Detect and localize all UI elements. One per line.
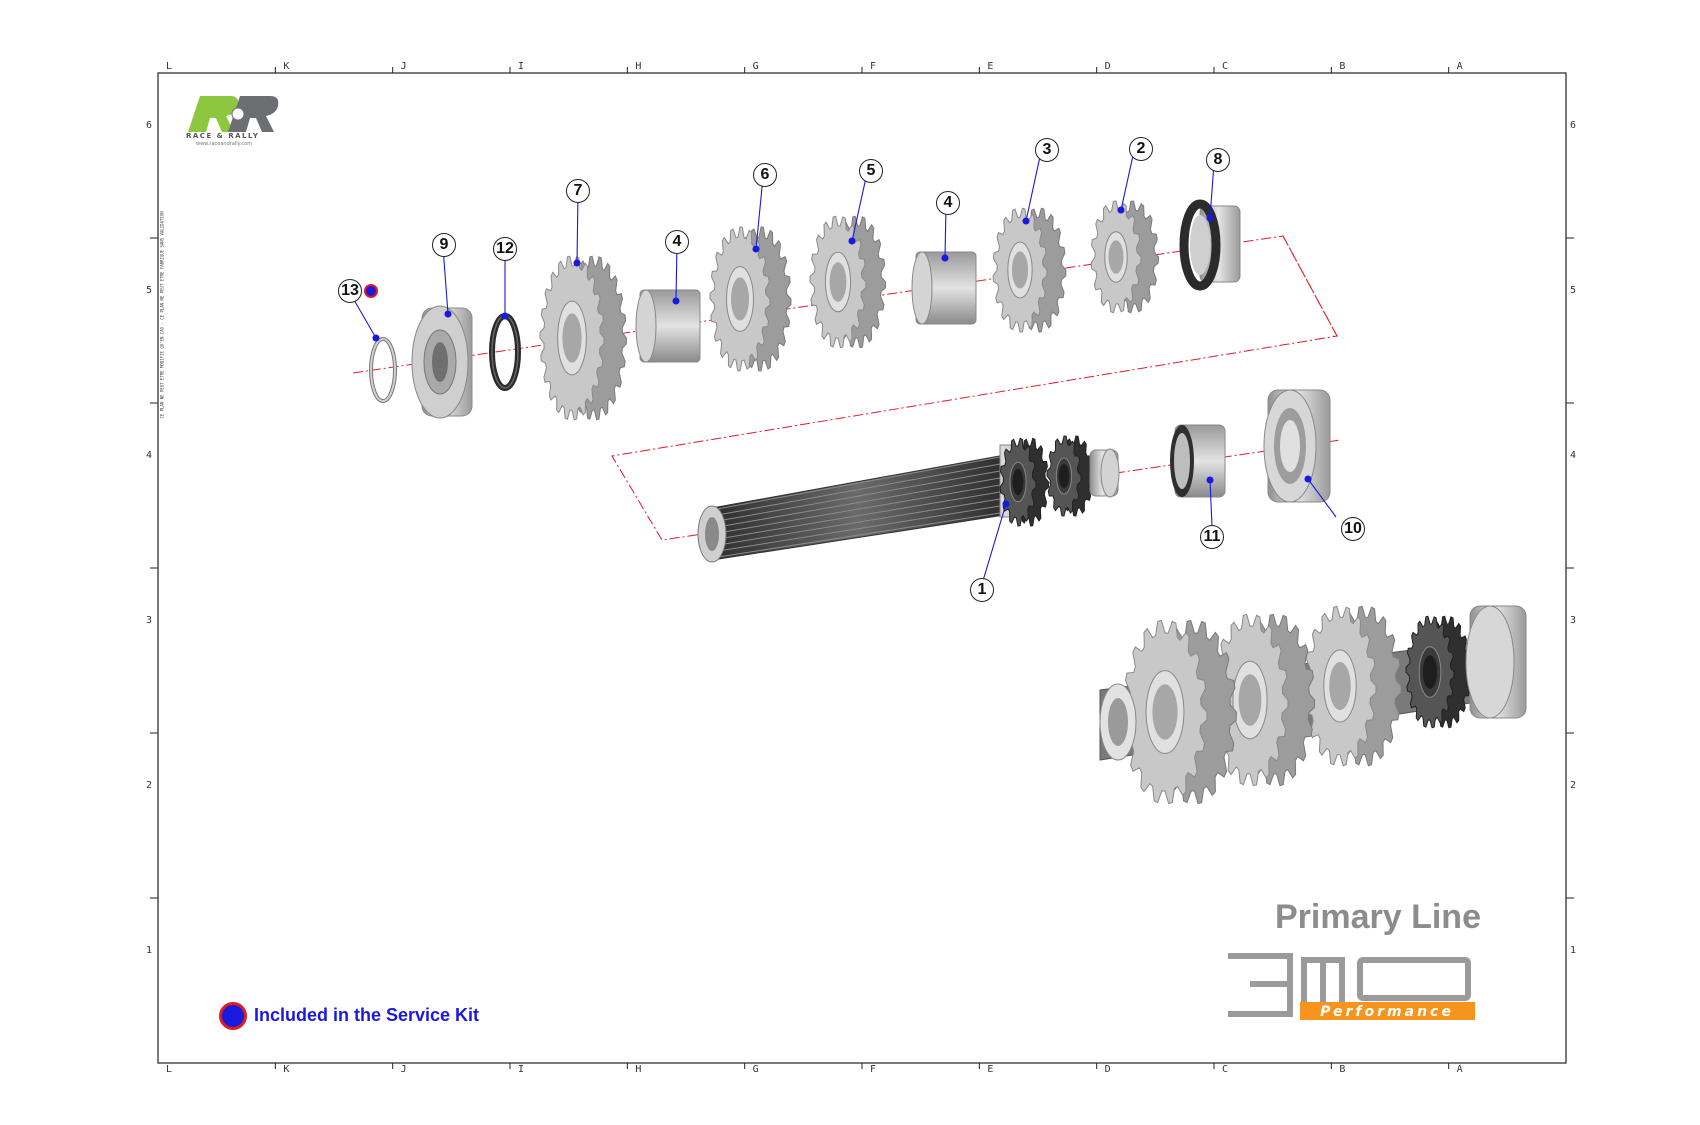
side-note: CE PLAN NE PEUT ETRE MODIFIE QU'EN CAO -… xyxy=(159,211,165,419)
row-label-left: 3 xyxy=(146,614,153,626)
callout-1: 1 xyxy=(970,578,994,602)
part-6-gear xyxy=(709,226,792,372)
row-label-left: 1 xyxy=(146,944,153,956)
column-label-top: E xyxy=(987,61,994,72)
callout-2: 2 xyxy=(1129,137,1153,161)
callout-10: 10 xyxy=(1341,517,1365,541)
column-label-bottom: E xyxy=(987,1064,994,1075)
brand-tagline: Performance xyxy=(1320,1004,1454,1020)
column-label-bottom: B xyxy=(1339,1064,1346,1075)
part-7-gear xyxy=(539,255,627,421)
column-label-top: F xyxy=(870,61,877,72)
column-label-top: I xyxy=(518,61,525,72)
part-1-primary-shaft xyxy=(697,435,1120,563)
column-label-top: B xyxy=(1339,61,1346,72)
part-3-gear xyxy=(992,207,1067,333)
assembled-shaft-view xyxy=(1099,605,1527,805)
service-kit-legend-label: Included in the Service Kit xyxy=(254,1005,480,1025)
row-label-left: 2 xyxy=(146,779,153,791)
column-label-top: H xyxy=(635,61,642,72)
column-label-bottom: H xyxy=(635,1064,642,1075)
callout-5: 5 xyxy=(859,159,883,183)
column-label-top: L xyxy=(166,61,173,72)
race-and-rally-logo xyxy=(188,96,279,132)
part-10-roller-bearing xyxy=(1263,389,1331,503)
column-label-bottom: K xyxy=(283,1064,290,1075)
column-label-bottom: F xyxy=(870,1064,877,1075)
column-label-top: G xyxy=(752,61,759,72)
part-5-gear xyxy=(809,215,887,349)
row-label-right: 6 xyxy=(1570,119,1577,131)
logo-url: www.raceandrally.com xyxy=(196,141,253,147)
column-label-top: J xyxy=(400,61,407,72)
callout-11: 11 xyxy=(1200,525,1224,549)
part-9-bearing xyxy=(411,305,473,419)
part-13-circlip xyxy=(369,337,397,403)
callout-4-left: 4 xyxy=(665,230,689,254)
part-8-bearing xyxy=(1179,199,1241,291)
row-label-right: 1 xyxy=(1570,944,1577,956)
column-label-top: K xyxy=(283,61,290,72)
column-label-bottom: A xyxy=(1456,1064,1463,1075)
part-2-gear xyxy=(1090,200,1160,314)
3mo-performance-logo: Performance xyxy=(1228,953,1475,1020)
column-label-bottom: L xyxy=(166,1064,173,1075)
column-label-top: C xyxy=(1222,61,1229,72)
column-label-bottom: G xyxy=(752,1064,759,1075)
column-label-top: A xyxy=(1456,61,1463,72)
row-label-left: 5 xyxy=(146,284,153,296)
part-4-bushing-right xyxy=(911,251,977,325)
callout-12: 12 xyxy=(493,237,517,261)
column-label-top: D xyxy=(1104,61,1111,72)
row-label-right: 4 xyxy=(1570,449,1577,461)
row-label-right: 2 xyxy=(1570,779,1577,791)
service-kit-legend-dot xyxy=(219,1002,247,1030)
leader-lines xyxy=(349,150,1337,585)
column-label-bottom: J xyxy=(400,1064,407,1075)
part-4-bushing-left xyxy=(635,289,701,363)
callout-7: 7 xyxy=(566,179,590,203)
callout-6: 6 xyxy=(753,163,777,187)
row-label-left: 4 xyxy=(146,449,153,461)
callout-4-right: 4 xyxy=(936,191,960,215)
logo-tagline: RACE & RALLY xyxy=(186,132,260,140)
column-label-bottom: C xyxy=(1222,1064,1229,1075)
row-label-left: 6 xyxy=(146,119,153,131)
row-label-right: 3 xyxy=(1570,614,1577,626)
service-kit-marker xyxy=(364,284,378,298)
column-label-bottom: I xyxy=(518,1064,525,1075)
column-label-bottom: D xyxy=(1104,1064,1111,1075)
callout-8: 8 xyxy=(1206,148,1230,172)
callout-13: 13 xyxy=(338,279,362,303)
callout-3: 3 xyxy=(1035,138,1059,162)
page-title: Primary Line xyxy=(1275,898,1481,936)
callout-9: 9 xyxy=(432,233,456,257)
part-11-needle-bearing xyxy=(1170,424,1226,498)
row-label-right: 5 xyxy=(1570,284,1577,296)
